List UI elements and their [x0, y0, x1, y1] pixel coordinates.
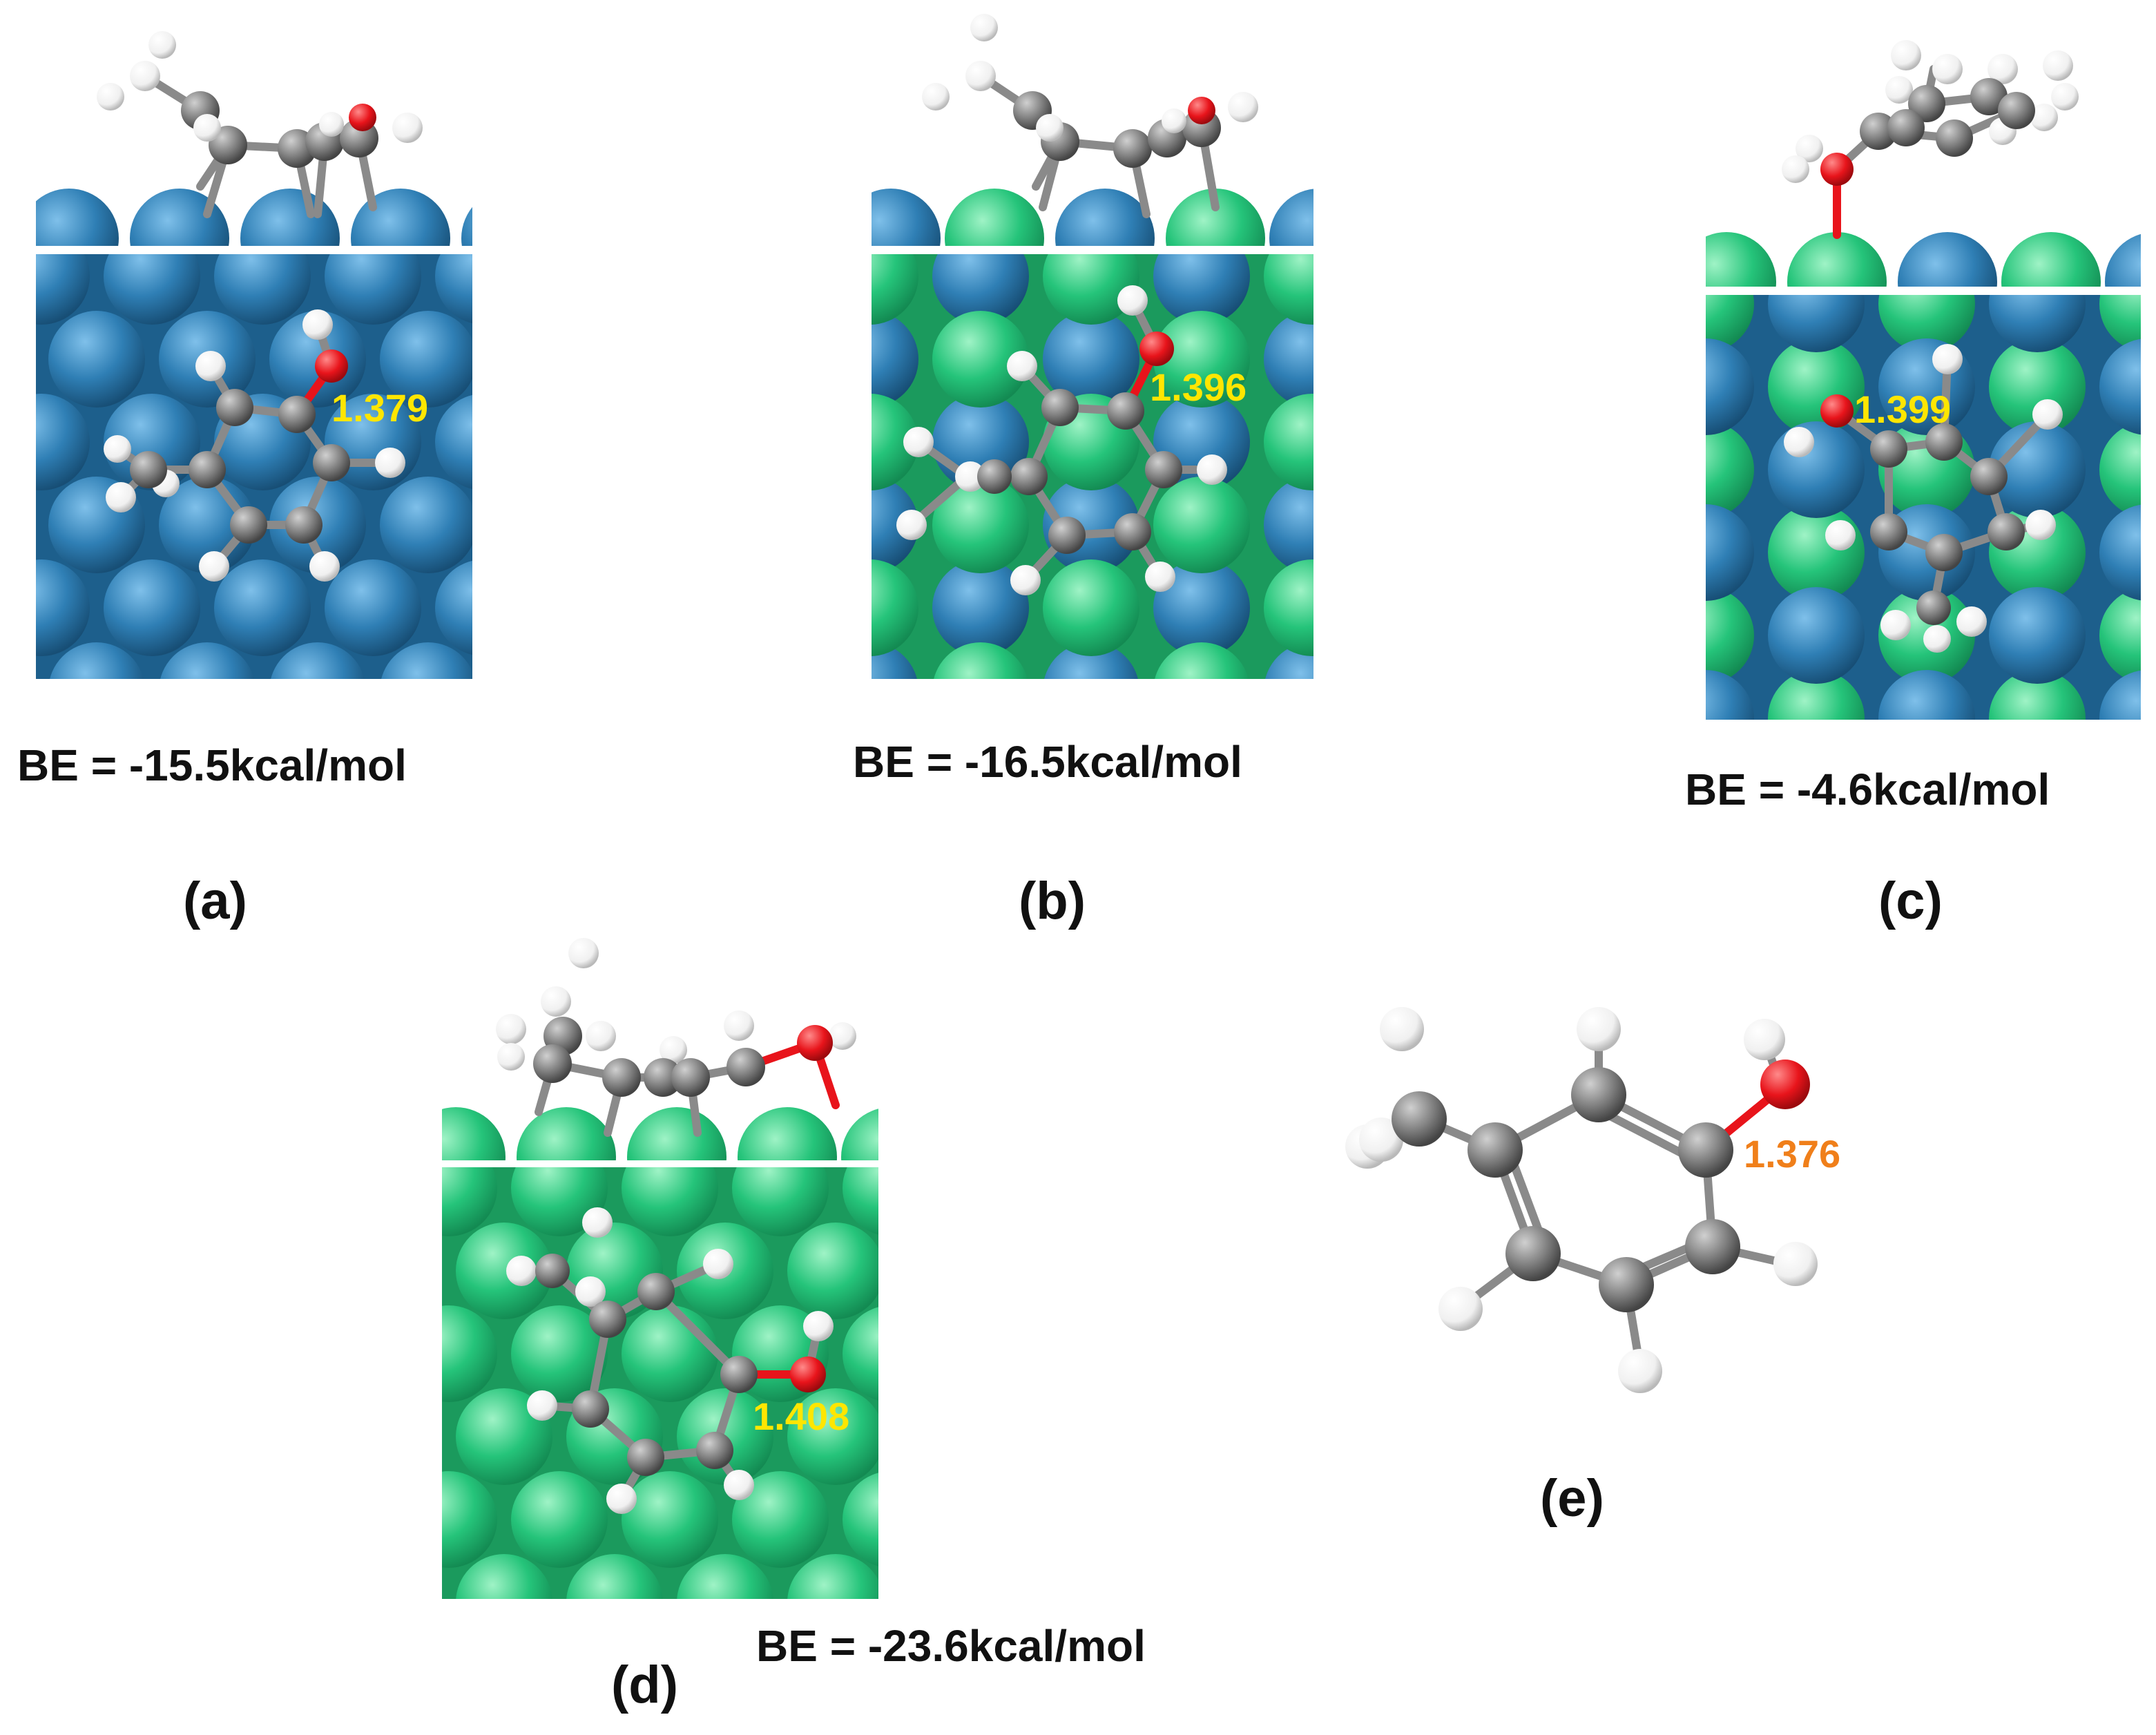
panel-c-surface-top [1706, 295, 2141, 720]
panel-d-molecule-top [506, 1207, 834, 1514]
panel-e-molecule [1345, 1007, 1818, 1393]
panel-b-bond-length: 1.396 [1150, 365, 1247, 409]
panel-d-surface-top [442, 1167, 878, 1599]
panel-e: 1.376 (e) [1345, 1007, 1840, 1528]
panel-e-bond-length: 1.376 [1744, 1132, 1840, 1176]
panel-c-label: (c) [1878, 872, 1943, 930]
panel-a-molecule-side [97, 31, 423, 218]
panel-e-label: (e) [1540, 1469, 1604, 1528]
panel-d-divider [439, 1160, 881, 1166]
panel-d-label: (d) [611, 1656, 678, 1714]
panel-d: 1.408 BE = -23.6kcal/mol (d) [439, 938, 1146, 1714]
panel-d-bond-length: 1.408 [753, 1394, 849, 1438]
panel-c-molecule-side [1782, 40, 2079, 239]
panel-c-divider [1703, 287, 2144, 293]
panel-b-binding-energy: BE = -16.5kcal/mol [853, 737, 1242, 787]
panel-a-surface-top [36, 254, 472, 679]
panel-d-binding-energy: BE = -23.6kcal/mol [756, 1621, 1146, 1671]
panel-a-divider [33, 247, 475, 253]
panel-d-molecule-side [496, 938, 856, 1137]
panel-c-molecule-top [1784, 344, 2063, 653]
panel-c-surface-side [1706, 232, 2141, 287]
panel-c: 1.399 BE = -4.6kcal/mol (c) [1685, 40, 2144, 930]
panel-a: 1.379 BE = -15.5kcal/mol (a) [17, 31, 475, 930]
panel-b-surface-top [872, 254, 1313, 679]
panel-b-surface-side [872, 189, 1313, 246]
panel-c-bond-length: 1.399 [1854, 387, 1951, 431]
panel-b: 1.396 BE = -16.5kcal/mol (b) [853, 14, 1316, 930]
panel-b-label: (b) [1019, 872, 1086, 930]
panel-c-binding-energy: BE = -4.6kcal/mol [1685, 765, 2050, 814]
panel-a-molecule-top [104, 309, 405, 582]
panel-a-label: (a) [183, 872, 247, 930]
panel-a-binding-energy: BE = -15.5kcal/mol [17, 740, 407, 790]
panel-b-molecule-top [896, 285, 1227, 595]
panel-b-divider [869, 247, 1316, 253]
panel-d-surface-side [442, 1107, 878, 1160]
panel-b-molecule-side [922, 14, 1258, 218]
panel-a-bond-length: 1.379 [331, 386, 428, 430]
